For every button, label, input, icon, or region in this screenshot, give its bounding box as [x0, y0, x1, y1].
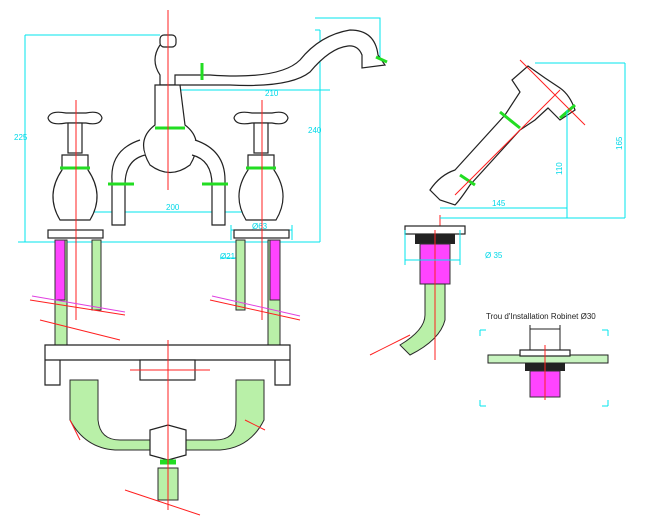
dim-handshower-height-low: 110 [555, 162, 564, 175]
manifold [44, 344, 291, 386]
bridge-mixer: 210 225 240 200 Ø63 Ø21 [14, 10, 388, 516]
bridge-arms [111, 139, 226, 226]
installation-note: Trou d'Installation Robinet Ø30 [486, 312, 596, 321]
dim-handshower-base-diameter: Ø 35 [485, 251, 503, 260]
dim-tap-spacing: 200 [166, 203, 180, 212]
spout [154, 29, 387, 87]
left-tap [47, 100, 104, 320]
dim-small-diameter: Ø21 [220, 252, 236, 261]
cross-handle [233, 111, 289, 125]
dim-spout-reach: 210 [265, 89, 279, 98]
shower-handle [429, 65, 576, 206]
dim-handshower-height-high: 165 [615, 136, 624, 150]
hand-shower: 145 110 165 Ø 35 [369, 59, 626, 360]
right-tap [233, 100, 290, 320]
dim-base-diameter: Ø63 [252, 222, 268, 231]
dim-handshower-reach: 145 [492, 199, 506, 208]
cross-handle [47, 111, 103, 125]
installation-hole-detail: Trou d'Installation Robinet Ø30 [479, 312, 609, 407]
dim-height-left: 225 [14, 133, 28, 142]
dim-height-right: 240 [308, 126, 322, 135]
dimension-lines [18, 17, 381, 243]
